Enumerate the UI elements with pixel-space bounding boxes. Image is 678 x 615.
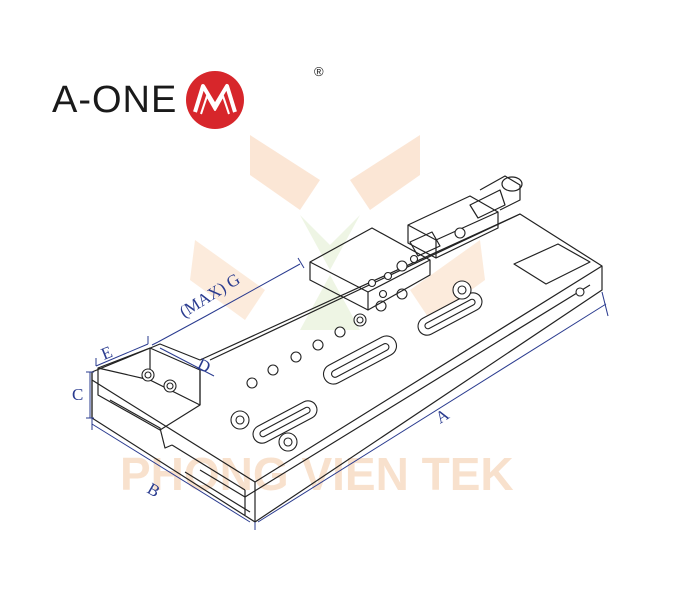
vise-base [91, 213, 603, 523]
dimension-d-label: D [194, 355, 213, 377]
dimension-lines [86, 257, 609, 530]
dimension-e-label: E [98, 342, 115, 364]
watermark-text: PHONG VIEN TEK [120, 448, 514, 500]
movable-jaw [309, 227, 431, 311]
dimension-a-label: A [432, 404, 453, 427]
dimension-c-label: C [72, 385, 83, 404]
vise-top-surface [199, 213, 591, 452]
a-one-m-logo-icon [186, 71, 245, 129]
registered-mark: ® [314, 64, 324, 79]
brand-logo: A-ONE [52, 70, 245, 130]
brand-name: A-ONE [52, 78, 178, 121]
watermark-logo-icon [190, 135, 485, 330]
clamp-screw [407, 175, 523, 259]
